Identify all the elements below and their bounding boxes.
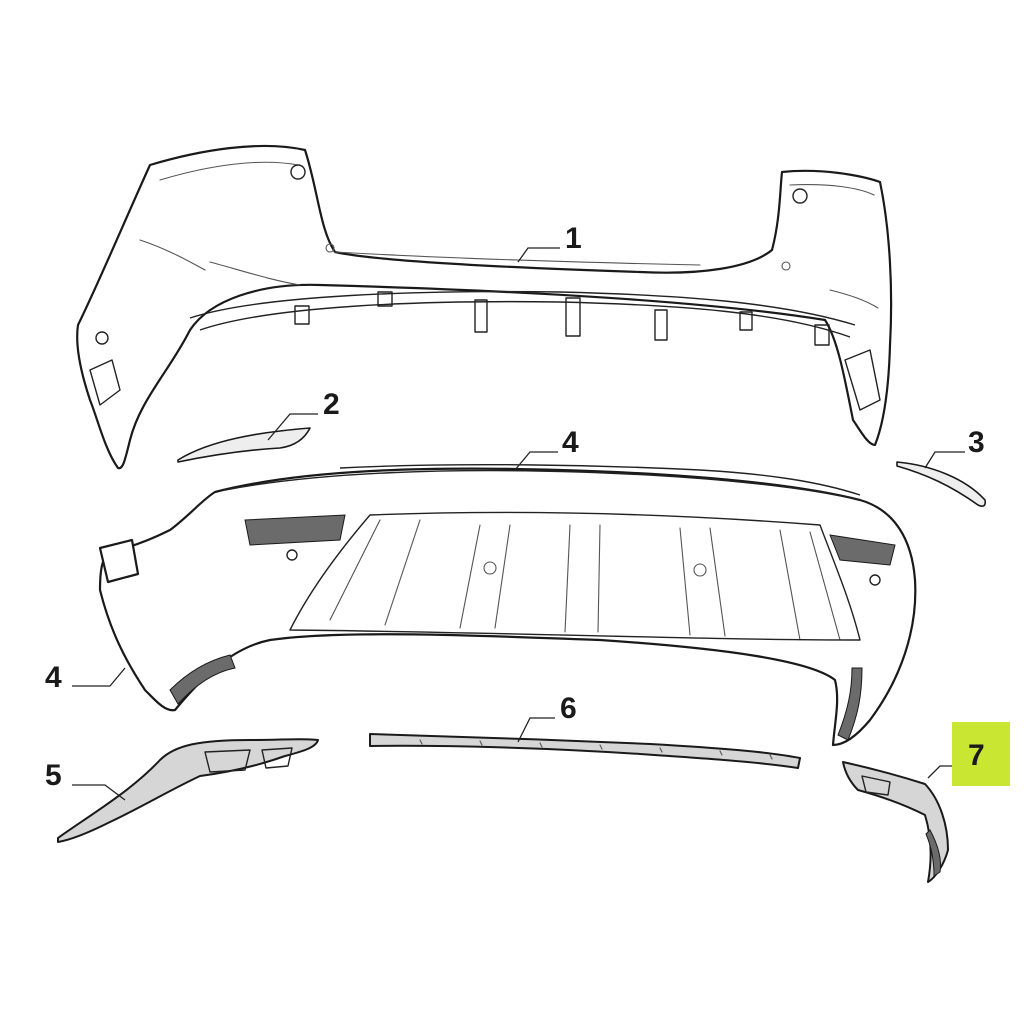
callout-label: 5: [45, 759, 62, 792]
callout-1: 1: [517, 222, 582, 263]
callout-4-upper: 4: [514, 426, 579, 471]
part-left-lower-trim[interactable]: [57, 738, 319, 843]
callout-label: 2: [323, 388, 340, 421]
callout-2: 2: [267, 388, 340, 441]
callout-4-lower: 4: [45, 661, 126, 694]
callout-label: 4: [45, 661, 62, 694]
callout-label: 6: [560, 692, 577, 725]
callout-label: 1: [565, 222, 582, 255]
callout-label: 7: [968, 739, 985, 772]
callout-3: 3: [924, 426, 985, 469]
callout-label: 3: [968, 426, 985, 459]
part-center-trim-strip[interactable]: [369, 733, 801, 769]
callout-6: 6: [517, 692, 577, 743]
part-right-lower-trim[interactable]: [842, 761, 949, 883]
part-right-reflector[interactable]: [896, 461, 987, 507]
callout-5: 5: [45, 759, 126, 801]
callout-7: 7: [927, 722, 1010, 786]
callout-7-highlight: [952, 722, 1010, 786]
part-lower-bumper-diffuser[interactable]: [98, 463, 917, 747]
part-left-reflector[interactable]: [177, 427, 311, 463]
part-upper-bumper-cover[interactable]: [76, 144, 893, 470]
callout-label: 4: [562, 426, 579, 459]
